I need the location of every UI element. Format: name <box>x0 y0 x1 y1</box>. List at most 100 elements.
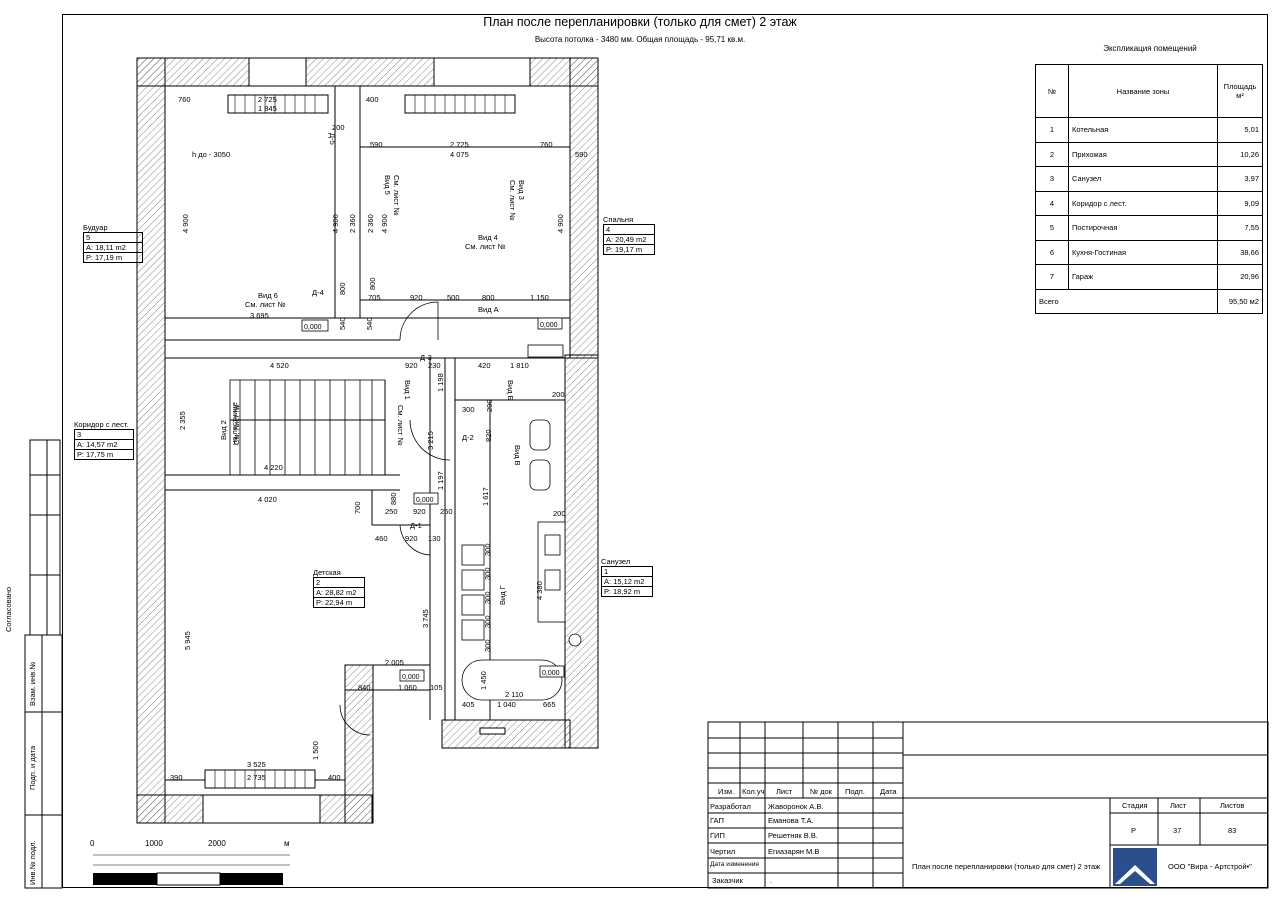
tb-role: Заказчик <box>712 876 743 885</box>
room-number: 5 <box>84 233 142 243</box>
dimension: 4 900 <box>380 214 389 233</box>
room-name: Спальня <box>603 215 634 224</box>
view-label: Вид 3 <box>517 180 526 200</box>
level-texts: 0,000 0,000 0,000 0,000 0,000 <box>304 322 560 681</box>
room-area: А: 20,49 m2 <box>604 235 654 245</box>
level-label: 0,000 <box>542 670 560 677</box>
dimension: 2 360 <box>366 214 375 233</box>
dimension: 250 <box>385 507 398 516</box>
room-area: А: 15,12 m2 <box>602 577 652 587</box>
scale-label: 0 <box>90 839 95 848</box>
room-name: Коридор с лест. <box>74 420 129 429</box>
level-label: 0,000 <box>402 674 420 681</box>
tb-header: Кол.уч <box>742 787 765 796</box>
shelf-4 <box>461 619 485 641</box>
cell: 7 <box>1035 264 1069 290</box>
cell: 5 <box>1035 215 1069 241</box>
tb-header: Дата <box>880 787 897 796</box>
view-label: Вид 4 <box>478 233 498 242</box>
bathtub <box>461 659 563 701</box>
level-label: 0,000 <box>416 497 434 504</box>
dimension: 4 075 <box>450 150 469 159</box>
dimension: 920 <box>405 361 418 370</box>
shelf-1 <box>461 544 485 566</box>
view-label: См. лист № <box>508 180 517 221</box>
tb-header: Изм. <box>718 787 735 796</box>
boiler <box>568 633 582 647</box>
dimension: 590 <box>575 150 588 159</box>
shelf-3 <box>461 594 485 616</box>
tb-header: № док <box>810 787 832 796</box>
cell: Котельная <box>1068 117 1218 143</box>
dimension: 4 220 <box>264 463 283 472</box>
cell: 38,66 <box>1217 239 1263 265</box>
cell: Гараж <box>1068 264 1218 290</box>
wall-bottom-bath <box>441 719 571 749</box>
stamp-sign-date: Подп. и дата <box>28 745 37 790</box>
radiator-3 <box>204 769 316 789</box>
side-stamp <box>24 439 63 889</box>
door-label: Д-5 <box>328 133 337 145</box>
view-label: Вид Б <box>506 380 515 401</box>
dimension: 300 <box>483 591 492 604</box>
drawing-subtitle: Высота потолка - 3480 мм. Общая площадь … <box>534 35 746 44</box>
scale-label: 1000 <box>145 839 163 848</box>
view-label: Вид Г <box>498 585 507 605</box>
view-label: См. лист № <box>392 175 401 216</box>
scale-label: 2000 <box>208 839 226 848</box>
wall-left <box>136 57 166 824</box>
room-name: Будуар <box>83 223 108 232</box>
dimension: 405 <box>462 700 475 709</box>
tb-sheet-label: Лист <box>1170 801 1187 810</box>
dimension-labels: 760 2 725 1 845 400 200 2 725 760 4 075 … <box>170 95 588 782</box>
cell: 10,26 <box>1217 141 1263 167</box>
door-label: Д-3 <box>420 353 432 362</box>
dimension: 3 215 <box>426 431 435 450</box>
wall-right-upper <box>569 57 599 359</box>
cell: 9,09 <box>1217 190 1263 216</box>
dimension: 760 <box>540 140 553 149</box>
view-label: Вид 5 <box>383 175 392 195</box>
cell: 4 <box>1035 190 1069 216</box>
table-header-row: № Название зоны Площадь м² <box>1035 64 1263 118</box>
dimension: 5 945 <box>183 631 192 650</box>
dimension: 400 <box>328 773 341 782</box>
tb-person: . <box>770 876 773 885</box>
tb-stage-label: Стадия <box>1122 801 1148 810</box>
dimension: 820 <box>484 429 493 442</box>
exterior-walls <box>136 57 599 824</box>
dimension: 880 <box>389 492 398 505</box>
staircase <box>229 379 386 476</box>
dimension: 800 <box>368 277 377 290</box>
cell: Прихожая <box>1068 141 1218 167</box>
dimension: 4 900 <box>181 214 190 233</box>
toilet-2 <box>529 459 551 491</box>
door-label: Д-1 <box>410 521 422 530</box>
view-label: См. лист № <box>232 404 241 445</box>
cell: 2 <box>1035 141 1069 167</box>
view-labels: Вид 6 См. лист № Вид 4 См. лист № Вид 5 … <box>219 133 526 605</box>
room-number: 3 <box>75 430 133 440</box>
view-label: Вид 1 <box>403 380 412 400</box>
view-label: См. лист № <box>396 405 405 446</box>
wall-top-left <box>136 57 250 87</box>
cell: 5,01 <box>1217 117 1263 143</box>
room-perimeter: Р: 17,19 m <box>86 253 123 262</box>
tb-role: Чертил <box>710 847 736 856</box>
dimension: 2 005 <box>385 658 404 667</box>
dimension: 4 380 <box>535 581 544 600</box>
shelf-2 <box>461 569 485 591</box>
cell: 3,97 <box>1217 166 1263 192</box>
dimension: 500 <box>447 293 460 302</box>
tb-person: Еманова Т.А. <box>768 816 814 825</box>
scale-bar: 0 1000 2000 м <box>90 839 290 886</box>
dimension: 840 <box>358 683 371 692</box>
view-label: Вид А <box>478 305 499 314</box>
dimension: 290 <box>485 399 494 412</box>
tb-sheets-label: Листов <box>1220 801 1245 810</box>
